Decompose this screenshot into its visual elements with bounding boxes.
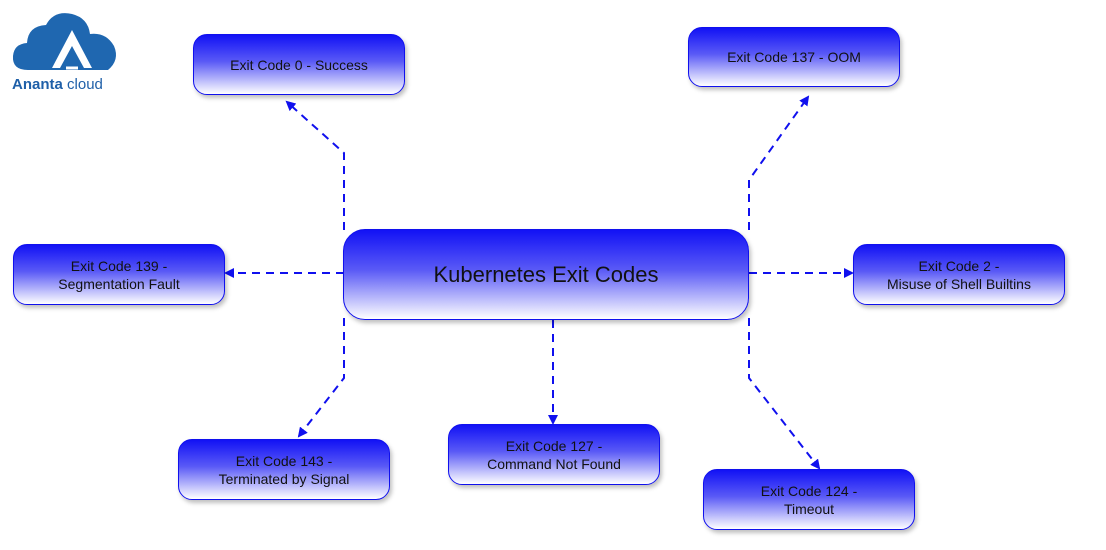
logo-brand-bold: Ananta bbox=[12, 76, 63, 93]
node-exit-code-0: Exit Code 0 - Success bbox=[193, 34, 405, 95]
node-exit-127-line-2: Command Not Found bbox=[487, 455, 621, 472]
node-exit-code-137: Exit Code 137 - OOM bbox=[688, 27, 900, 87]
node-exit-124-line-1: Exit Code 124 - bbox=[760, 482, 858, 499]
node-exit-code-139: Exit Code 139 - Segmentation Fault bbox=[13, 244, 225, 305]
node-exit-2-line-2: Misuse of Shell Builtins bbox=[887, 275, 1031, 292]
node-exit-137-line-1: Exit Code 137 - OOM bbox=[727, 49, 861, 65]
node-exit-143-line-2: Terminated by Signal bbox=[218, 470, 350, 487]
node-exit-127-line-1: Exit Code 127 - bbox=[505, 437, 603, 454]
edge-to-exit-137 bbox=[748, 95, 810, 230]
node-exit-124-line-2: Timeout bbox=[783, 500, 835, 517]
center-node-kubernetes-exit-codes: Kubernetes Exit Codes bbox=[343, 229, 749, 320]
node-exit-0-line-1: Exit Code 0 - Success bbox=[230, 56, 368, 73]
edge-to-exit-143 bbox=[297, 318, 345, 438]
node-exit-code-143: Exit Code 143 - Terminated by Signal bbox=[178, 439, 390, 500]
node-exit-139-line-1: Exit Code 139 - bbox=[70, 257, 168, 274]
cloud-logo-icon bbox=[12, 13, 116, 71]
node-exit-code-127: Exit Code 127 - Command Not Found bbox=[448, 424, 660, 485]
node-exit-code-2: Exit Code 2 - Misuse of Shell Builtins bbox=[853, 244, 1065, 305]
edge-to-exit-0 bbox=[285, 100, 345, 230]
node-exit-143-line-1: Exit Code 143 - bbox=[235, 452, 333, 469]
node-exit-code-124: Exit Code 124 - Timeout bbox=[703, 469, 915, 530]
ananta-cloud-logo: Ananta cloud bbox=[10, 8, 120, 98]
edge-to-exit-124 bbox=[748, 318, 821, 470]
node-exit-139-line-2: Segmentation Fault bbox=[58, 275, 180, 292]
node-exit-2-line-1: Exit Code 2 - bbox=[918, 257, 1000, 274]
logo-brand-light: cloud bbox=[67, 76, 103, 93]
center-node-label: Kubernetes Exit Codes bbox=[433, 261, 659, 287]
